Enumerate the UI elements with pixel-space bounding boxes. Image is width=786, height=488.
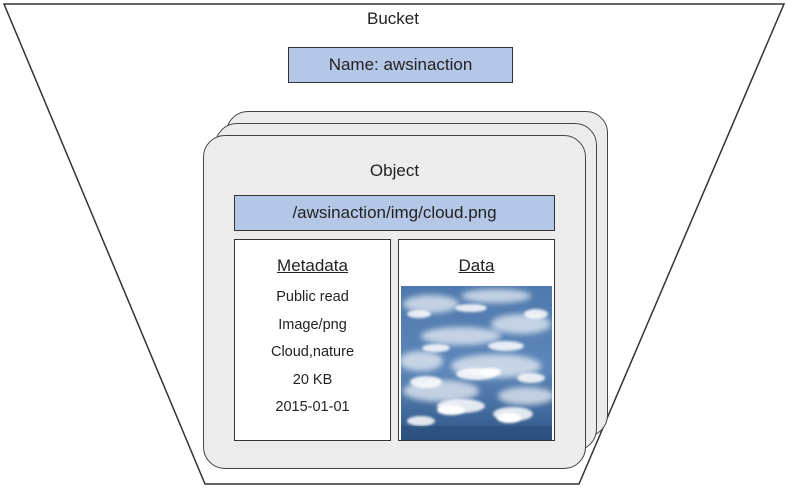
metadata-panel: Metadata Public read Image/png Cloud,nat… [234,239,391,441]
object-key-label: /awsinaction/img/cloud.png [234,195,555,231]
metadata-item: 2015-01-01 [275,399,350,415]
bucket-name-label: Name: awsinaction [288,47,513,83]
metadata-item: 20 KB [292,371,333,388]
metadata-item: Cloud,nature [270,344,355,360]
data-panel: Data [398,239,555,441]
data-title: Data [458,256,495,275]
metadata-item: Public read [276,289,349,305]
metadata-item: Image/png [278,316,347,333]
object-title: Object [369,161,420,180]
bucket-title: Bucket [367,9,419,28]
metadata-title: Metadata [277,256,348,275]
cloud-sky-image [401,286,552,440]
metadata-list: Public read Image/png Cloud,nature 20 KB… [235,288,390,426]
